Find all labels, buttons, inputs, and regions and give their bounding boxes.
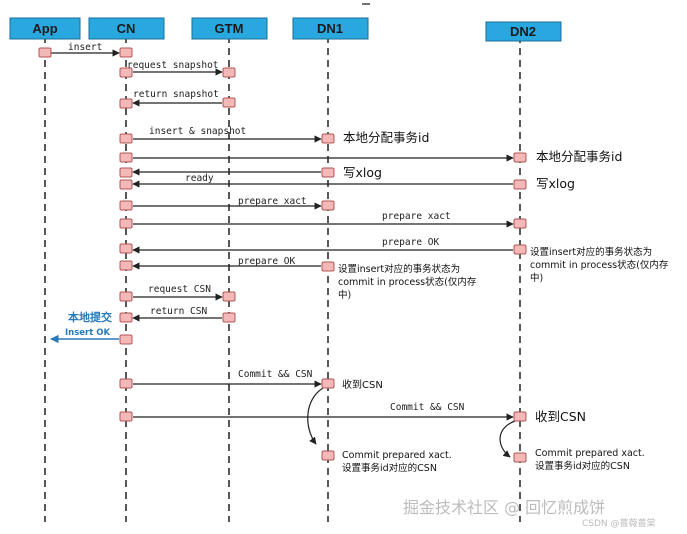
activation-box: [119, 334, 133, 345]
participant-dn1: DN1: [292, 17, 369, 40]
participant-app: App: [9, 17, 81, 40]
activation-box: [222, 312, 236, 323]
activation-box: [321, 167, 335, 178]
note-dn2-xlog: 写xlog: [536, 176, 575, 191]
activation-box: [513, 452, 527, 463]
activation-box: [119, 291, 133, 302]
notes: 本地分配事务id 本地分配事务id 写xlog 写xlog 设置insert对应…: [338, 130, 669, 474]
note-dn1-state-line1: 设置insert对应的事务状态为: [338, 263, 460, 275]
label-insert: insert: [68, 42, 102, 53]
watermark-sub: CSDN @蔷薇蔷棠: [582, 517, 656, 529]
note-dn1-state-line3: 中): [338, 289, 351, 301]
activation-box: [222, 97, 236, 108]
participant-dn2-label: DN2: [510, 24, 536, 39]
activation-box: [119, 98, 133, 109]
label-prepare-ok-dn2: prepare OK: [382, 237, 439, 248]
activation-box: [321, 200, 335, 211]
activation-box: [119, 152, 133, 163]
activation-box: [321, 378, 335, 389]
label-prepare-ok-dn1: prepare OK: [238, 256, 295, 267]
label-return-csn: return CSN: [150, 306, 207, 317]
activation-box: [119, 243, 133, 254]
participant-dn1-label: DN1: [317, 21, 343, 36]
participant-cn: CN: [88, 17, 165, 40]
activation-box: [119, 200, 133, 211]
note-dn1-state-line2: commit in process状态(仅内存: [338, 276, 477, 288]
activation-box: [119, 378, 133, 389]
label-commit-csn-dn1: Commit && CSN: [238, 369, 313, 380]
label-insert-ok: Insert OK: [65, 328, 110, 338]
participant-headers: App CN GTM DN1 DN2: [9, 17, 562, 42]
participant-app-label: App: [32, 21, 57, 36]
label-insert-snapshot: insert & snapshot: [149, 126, 246, 137]
label-prepare-xact-dn2: prepare xact: [382, 211, 451, 222]
activation-box: [321, 133, 335, 144]
activation-box: [119, 411, 133, 422]
activation-box: [119, 179, 133, 190]
label-request-csn: request CSN: [148, 284, 211, 295]
participant-gtm-label: GTM: [215, 21, 244, 36]
label-request-snapshot: request snapshot: [127, 60, 219, 71]
label-commit-csn-dn2: Commit && CSN: [390, 402, 465, 413]
activation-box: [513, 411, 527, 422]
note-dn1-recv-csn: 收到CSN: [342, 378, 383, 391]
message-labels: insert request snapshot return snapshot …: [68, 42, 465, 413]
activation-box: [38, 47, 52, 58]
arrow-dn1-self-commit: [307, 387, 324, 445]
watermark-main: 掘金技术社区 @ 回忆煎成饼: [403, 498, 605, 517]
note-dn2-state-line1: 设置insert对应的事务状态为: [530, 246, 652, 258]
arrow-dn2-self-commit: [499, 420, 516, 458]
activation-box: [119, 47, 133, 58]
message-arrows: [51, 49, 514, 421]
activation-box: [513, 244, 527, 255]
note-dn1-commit-line2: 设置事务id对应的CSN: [342, 462, 437, 474]
note-dn1-xlog: 写xlog: [343, 165, 382, 180]
note-dn2-commit-line2: 设置事务id对应的CSN: [535, 460, 630, 472]
participant-cn-label: CN: [117, 21, 136, 36]
participant-dn2: DN2: [485, 21, 562, 42]
participant-gtm: GTM: [191, 17, 268, 40]
activation-box: [119, 260, 133, 271]
activation-box: [222, 67, 236, 78]
note-dn1-commit-line1: Commit prepared xact.: [342, 450, 452, 461]
lifelines: [44, 36, 521, 522]
activation-box: [513, 218, 527, 229]
note-dn2-alloc: 本地分配事务id: [536, 149, 622, 164]
label-ready: ready: [185, 173, 214, 184]
label-return-snapshot: return snapshot: [133, 89, 219, 100]
note-dn2-state-line2: commit in process状态(仅内存: [530, 259, 669, 271]
activation-box: [119, 312, 133, 323]
activation-box: [119, 67, 133, 78]
activation-box: [321, 450, 335, 461]
note-dn1-alloc: 本地分配事务id: [343, 130, 429, 145]
label-prepare-xact-dn1: prepare xact: [238, 196, 307, 207]
note-dn2-recv-csn: 收到CSN: [535, 409, 586, 424]
activation-box: [222, 291, 236, 302]
note-dn2-commit-line1: Commit prepared xact.: [535, 448, 645, 459]
activation-boxes: [38, 47, 527, 463]
activation-box: [321, 261, 335, 272]
note-local-commit: 本地提交: [68, 310, 112, 324]
note-dn2-state-line3: 中): [530, 272, 543, 284]
activation-box: [119, 133, 133, 144]
activation-box: [119, 218, 133, 229]
activation-box: [119, 167, 133, 178]
activation-box: [513, 152, 527, 163]
activation-box: [513, 179, 527, 190]
